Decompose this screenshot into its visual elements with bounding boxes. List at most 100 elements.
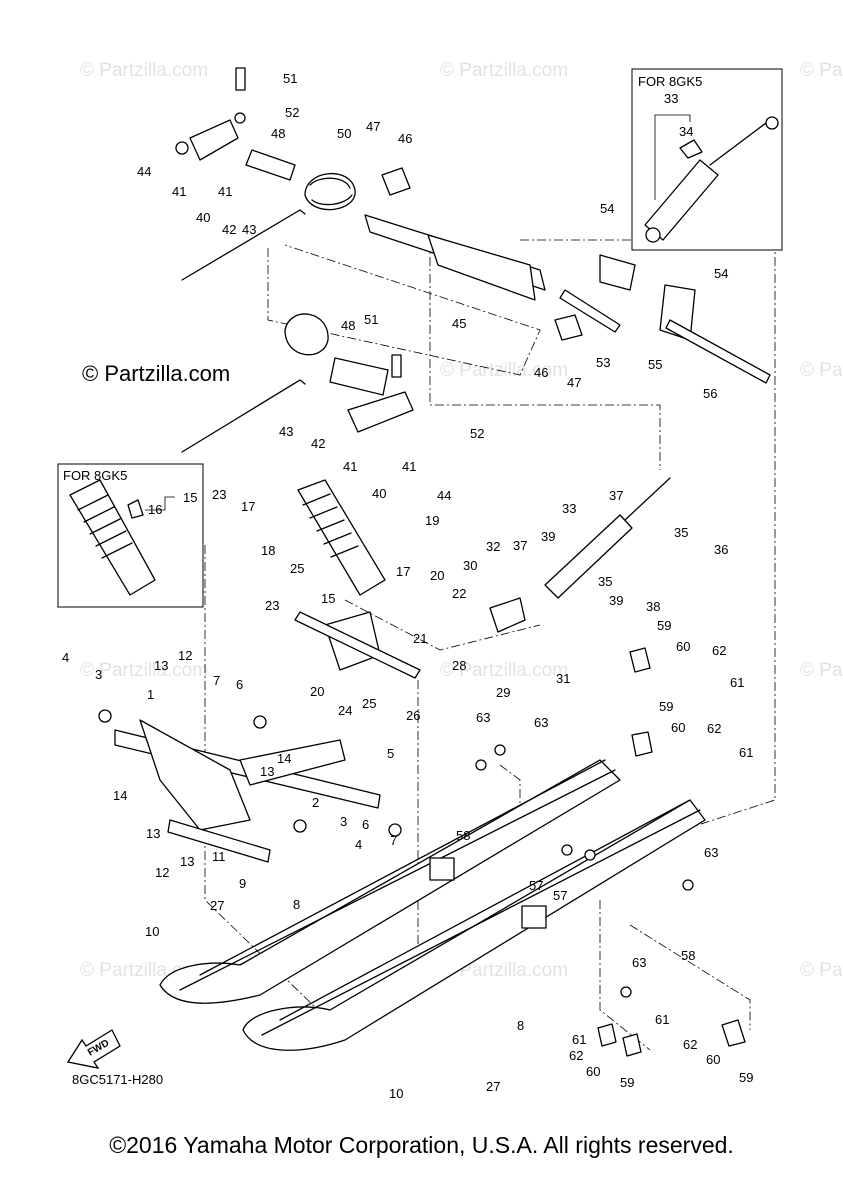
callout-number: 33 bbox=[562, 501, 576, 516]
shock-bracket bbox=[489, 597, 526, 633]
callout-number: 46 bbox=[534, 365, 548, 380]
callout-number: 25 bbox=[290, 561, 304, 576]
callout-number: 17 bbox=[241, 499, 255, 514]
callout-number: 5 bbox=[387, 746, 394, 761]
inset-8gk5-shock-left: FOR 8GK5 15 16 bbox=[57, 463, 204, 608]
torsion-spring-coil bbox=[304, 173, 356, 211]
bushing bbox=[175, 141, 189, 155]
callout-number: 27 bbox=[486, 1079, 500, 1094]
bushing bbox=[98, 709, 112, 723]
callout-number: 7 bbox=[213, 673, 220, 688]
washer bbox=[584, 849, 596, 861]
fwd-arrow: FWD bbox=[66, 1029, 121, 1069]
nut bbox=[234, 112, 246, 124]
collar-tube bbox=[559, 289, 621, 333]
callout-number: 41 bbox=[343, 459, 357, 474]
callout-number: 6 bbox=[362, 817, 369, 832]
callout-number: 50 bbox=[337, 126, 351, 141]
callout-number: 35 bbox=[674, 525, 688, 540]
guide-line bbox=[499, 764, 521, 835]
callout-number: 62 bbox=[569, 1048, 583, 1063]
callout-number: 28 bbox=[452, 658, 466, 673]
bushing bbox=[388, 823, 402, 837]
callout-number: 13 bbox=[146, 826, 160, 841]
callout-number: 59 bbox=[657, 618, 671, 633]
leader-line bbox=[145, 496, 175, 511]
callout-number: 51 bbox=[364, 312, 378, 327]
callout-number: 40 bbox=[372, 486, 386, 501]
rear-shock-rod bbox=[624, 477, 671, 521]
callout-number: 55 bbox=[648, 357, 662, 372]
callout-number: 36 bbox=[714, 542, 728, 557]
callout-number: 38 bbox=[646, 599, 660, 614]
watermark-text: © Partzilla.com bbox=[440, 960, 568, 981]
callout-number: 2 bbox=[312, 795, 319, 810]
inset-callout: 34 bbox=[679, 124, 693, 139]
spring-bracket bbox=[381, 167, 411, 196]
callout-number: 60 bbox=[586, 1064, 600, 1079]
shock-rod bbox=[709, 119, 771, 166]
callout-number: 52 bbox=[285, 105, 299, 120]
guide-line bbox=[267, 244, 541, 376]
bracket-plate bbox=[599, 254, 636, 291]
callout-number: 48 bbox=[341, 318, 355, 333]
copyright-notice: ©2016 Yamaha Motor Corporation, U.S.A. A… bbox=[109, 1132, 734, 1158]
spring-bracket bbox=[554, 314, 583, 341]
callout-number: 3 bbox=[340, 814, 347, 829]
callout-number: 14 bbox=[277, 751, 291, 766]
watermark-text: © Partzilla.com bbox=[800, 360, 843, 381]
callout-number: 13 bbox=[260, 764, 274, 779]
link-plate bbox=[189, 119, 239, 161]
callout-number: 56 bbox=[703, 386, 717, 401]
guide-line bbox=[520, 239, 776, 861]
rail-stopper bbox=[429, 857, 455, 881]
slider-block bbox=[631, 731, 653, 757]
callout-number: 8 bbox=[293, 897, 300, 912]
callout-number: 63 bbox=[704, 845, 718, 860]
inset-title: FOR 8GK5 bbox=[63, 468, 127, 483]
inset-title: FOR 8GK5 bbox=[638, 74, 702, 89]
cross-shaft-frame bbox=[427, 234, 536, 301]
callout-number: 59 bbox=[659, 699, 673, 714]
slider-block bbox=[622, 1033, 642, 1057]
shock-eye bbox=[645, 227, 661, 243]
watermark-text: © Partzilla.com bbox=[80, 660, 208, 681]
callout-number: 12 bbox=[155, 865, 169, 880]
upper-rear-arm-assembly bbox=[175, 67, 771, 453]
callout-number: 8 bbox=[517, 1018, 524, 1033]
watermark-text: © Partzilla.com bbox=[800, 960, 843, 981]
nut bbox=[475, 759, 487, 771]
watermark-text: © Partzilla.com bbox=[440, 60, 568, 81]
callout-number: 42 bbox=[311, 436, 325, 451]
collar bbox=[245, 149, 296, 181]
callout-number: 14 bbox=[113, 788, 127, 803]
torsion-spring-leg bbox=[181, 379, 306, 453]
small-hardware bbox=[475, 647, 746, 1057]
callout-number: 47 bbox=[366, 119, 380, 134]
watermark-text: © Partzilla.com bbox=[80, 60, 208, 81]
guide-line bbox=[629, 924, 751, 1030]
callout-number: 21 bbox=[413, 631, 427, 646]
callout-number: 48 bbox=[271, 126, 285, 141]
shock-absorbers bbox=[294, 477, 671, 679]
callout-number: 13 bbox=[180, 854, 194, 869]
cross-brace bbox=[239, 739, 346, 786]
callout-number: 27 bbox=[210, 898, 224, 913]
shock-eye bbox=[765, 116, 779, 130]
spring-wraps bbox=[309, 177, 353, 206]
guide-line bbox=[344, 599, 541, 651]
callout-number: 63 bbox=[476, 710, 490, 725]
callout-number: 52 bbox=[470, 426, 484, 441]
callout-number: 11 bbox=[212, 849, 226, 864]
callout-number: 4 bbox=[355, 837, 362, 852]
rear-shaft bbox=[665, 319, 771, 384]
inset-callout: 33 bbox=[664, 91, 678, 106]
left-slide-rail bbox=[159, 759, 621, 1004]
inset-8gk5-shock-top: FOR 8GK5 33 34 bbox=[631, 68, 783, 251]
callout-number: 43 bbox=[279, 424, 293, 439]
callout-number: 26 bbox=[406, 708, 420, 723]
callout-number: 57 bbox=[529, 878, 543, 893]
callout-number: 61 bbox=[655, 1012, 669, 1027]
rail-stopper bbox=[521, 905, 547, 929]
